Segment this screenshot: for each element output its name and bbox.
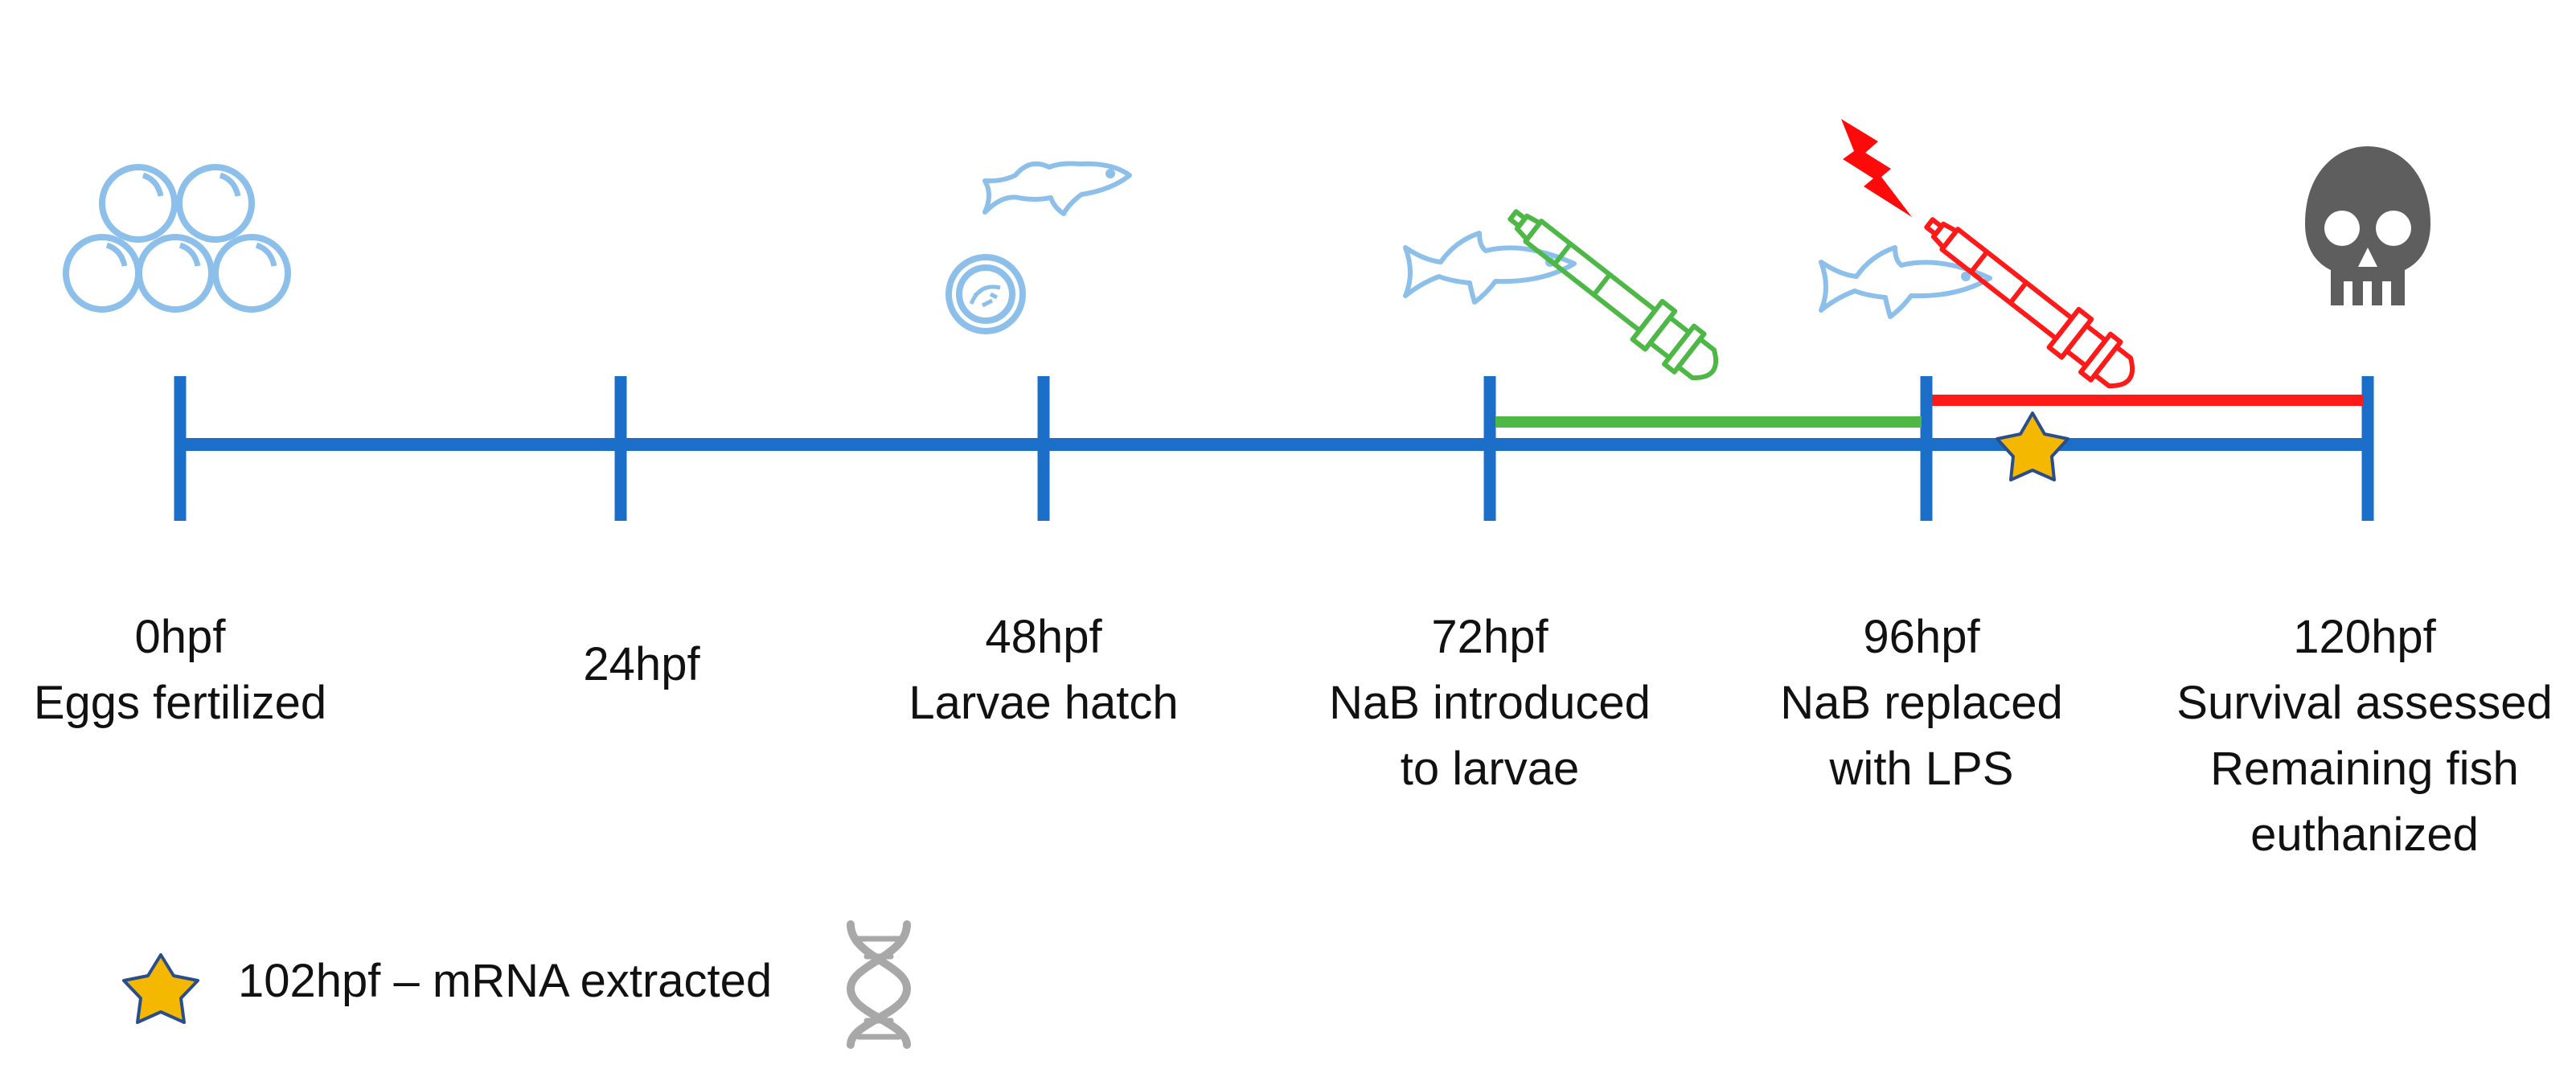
event-label: Larvae hatch <box>909 677 1179 729</box>
label-24hpf: 24hpf <box>416 632 867 698</box>
event-label: to larvae <box>1400 743 1580 795</box>
label-72hpf: 72hpf NaB introduced to larvae <box>1265 604 1715 802</box>
eggs-cluster-icon <box>63 164 291 313</box>
event-label: NaB replaced <box>1780 677 2063 729</box>
time-label: 24hpf <box>583 638 700 690</box>
green-dropper-icon <box>1507 209 1719 381</box>
fish-icon <box>982 161 1132 216</box>
event-label: Survival assessed <box>2176 677 2553 729</box>
time-label: 120hpf <box>2293 611 2436 663</box>
fish-icon <box>1819 245 1992 319</box>
fish-icon <box>1403 231 1577 305</box>
lightning-bolt-icon <box>1841 119 1912 217</box>
skull-icon <box>2305 146 2430 305</box>
label-120hpf: 120hpf Survival assessed Remaining fish … <box>2139 604 2576 868</box>
label-48hpf: 48hpf Larvae hatch <box>818 604 1269 736</box>
event-label: NaB introduced <box>1329 677 1651 729</box>
event-label: Remaining fish <box>2210 743 2519 795</box>
label-0hpf: 0hpf Eggs fertilized <box>0 604 405 736</box>
red-dropper-icon <box>1924 217 2135 389</box>
legend-text: 102hpf – mRNA extracted <box>238 955 773 1007</box>
time-label: 0hpf <box>134 611 226 663</box>
time-label: 48hpf <box>985 611 1102 663</box>
time-label: 72hpf <box>1431 611 1548 663</box>
dna-icon <box>846 920 912 1049</box>
event-label: with LPS <box>1829 743 2014 795</box>
hatching-egg-icon <box>945 254 1026 334</box>
time-label: 96hpf <box>1863 611 1980 663</box>
star-icon <box>1996 412 2069 481</box>
label-96hpf: 96hpf NaB replaced with LPS <box>1696 604 2147 802</box>
event-label: euthanized <box>2250 809 2479 861</box>
event-label: Eggs fertilized <box>33 677 327 729</box>
legend-star-icon <box>122 953 199 1024</box>
